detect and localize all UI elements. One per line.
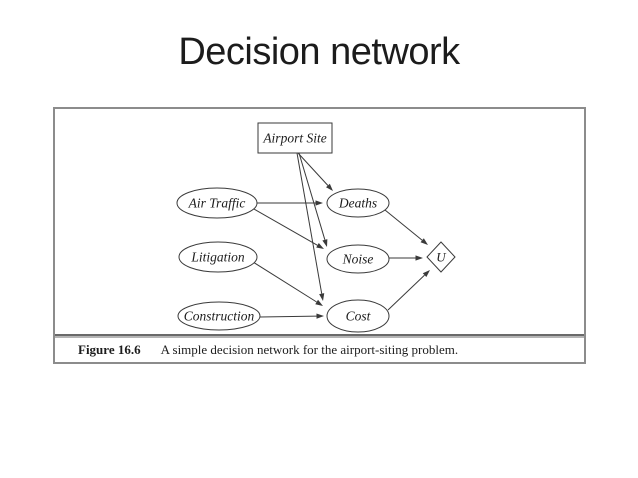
edge-cost-to-utility — [387, 274, 425, 311]
node-label-litigation: Litigation — [190, 250, 245, 265]
arrowhead-airport-site-to-noise — [322, 239, 328, 247]
edge-deaths-to-utility — [384, 209, 423, 241]
separator-rule-dark — [55, 334, 584, 336]
node-cost — [326, 299, 390, 333]
arrowhead-airport-site-to-cost — [319, 293, 325, 301]
node-label-noise: Noise — [342, 252, 374, 267]
node-utility — [426, 241, 456, 273]
node-label-utility: U — [436, 250, 447, 265]
edge-air-traffic-to-noise — [253, 208, 318, 246]
arrowhead-noise-to-utility — [415, 255, 423, 261]
edge-construction-to-cost — [259, 315, 317, 318]
arrowhead-cost-to-utility — [422, 270, 430, 278]
node-construction — [177, 301, 261, 331]
arrowhead-air-traffic-to-noise — [316, 243, 324, 249]
edge-airport-site-to-cost — [296, 152, 323, 294]
node-label-construction: Construction — [184, 309, 255, 324]
caption-separator-rule — [55, 334, 584, 338]
arrowhead-litigation-to-cost — [315, 299, 323, 306]
node-deaths — [326, 188, 390, 218]
edge-litigation-to-cost — [252, 261, 317, 303]
arrowhead-airport-site-to-deaths — [326, 183, 333, 191]
node-label-cost: Cost — [346, 309, 372, 324]
arrowhead-construction-to-cost — [316, 313, 324, 319]
node-label-airport-site: Airport Site — [262, 131, 326, 146]
node-label-deaths: Deaths — [338, 196, 377, 211]
edge-airport-site-to-deaths — [297, 152, 329, 186]
figure-caption: Figure 16.6 A simple decision network fo… — [55, 338, 584, 362]
node-airport-site — [257, 122, 333, 154]
node-noise — [326, 244, 390, 274]
node-label-air-traffic: Air Traffic — [188, 196, 246, 211]
figure-caption-label: Figure 16.6 — [78, 342, 141, 357]
node-air-traffic — [176, 187, 258, 219]
separator-rule-light — [55, 336, 584, 338]
arrowhead-deaths-to-utility — [420, 238, 428, 245]
arrowhead-air-traffic-to-deaths — [315, 200, 323, 206]
figure-caption-text: A simple decision network for the airpor… — [160, 342, 459, 357]
edge-airport-site-to-noise — [298, 152, 326, 240]
slide-title: Decision network — [178, 31, 460, 73]
node-litigation — [178, 241, 258, 273]
